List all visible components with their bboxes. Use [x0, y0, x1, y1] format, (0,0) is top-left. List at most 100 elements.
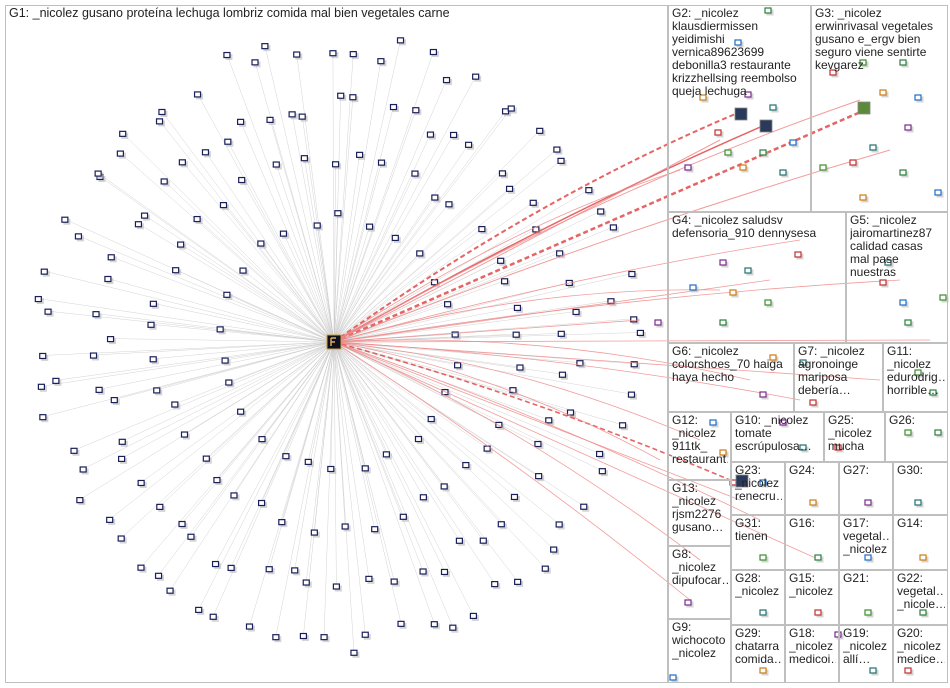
node-181[interactable]	[279, 230, 288, 237]
group-node-42[interactable]	[929, 389, 937, 396]
node-12[interactable]	[469, 612, 478, 620]
node-117[interactable]	[498, 170, 507, 177]
node-125[interactable]	[576, 360, 584, 367]
node-179[interactable]	[239, 267, 247, 274]
node-82[interactable]	[302, 579, 310, 586]
node-92[interactable]	[118, 438, 126, 445]
group-node-7[interactable]	[759, 149, 767, 156]
node-17[interactable]	[350, 649, 358, 656]
group-node-49[interactable]	[934, 429, 942, 436]
node-80[interactable]	[365, 575, 373, 582]
node-137[interactable]	[230, 492, 238, 499]
node-146[interactable]	[172, 267, 180, 274]
node-70[interactable]	[545, 417, 553, 424]
node-19[interactable]	[299, 632, 308, 640]
node-100[interactable]	[134, 221, 143, 228]
group-node-13[interactable]	[859, 59, 867, 66]
node-56[interactable]	[429, 48, 438, 56]
node-164[interactable]	[516, 364, 524, 371]
group-node-15[interactable]	[914, 94, 922, 101]
node-10[interactable]	[514, 578, 522, 585]
node-85[interactable]	[227, 564, 235, 572]
node-25[interactable]	[154, 572, 163, 579]
node-136[interactable]	[257, 499, 266, 507]
node-93[interactable]	[110, 396, 118, 404]
node-115[interactable]	[449, 131, 458, 139]
group-node-45[interactable]	[779, 419, 787, 426]
group-node-51[interactable]	[809, 499, 817, 506]
node-66[interactable]	[609, 224, 617, 231]
node-88[interactable]	[178, 520, 186, 528]
node-62[interactable]	[553, 146, 561, 153]
group-node-34[interactable]	[939, 294, 947, 301]
node-188[interactable]	[444, 301, 452, 308]
node-77[interactable]	[440, 568, 449, 576]
node-174[interactable]	[237, 408, 245, 415]
node-185[interactable]	[391, 234, 399, 242]
group-node-53[interactable]	[914, 499, 922, 506]
node-155[interactable]	[377, 159, 386, 166]
node-186[interactable]	[416, 250, 424, 257]
node-52[interactable]	[329, 50, 337, 57]
avatar-node-3[interactable]	[735, 474, 749, 488]
node-63[interactable]	[557, 157, 565, 164]
node-161[interactable]	[500, 278, 509, 285]
node-40[interactable]	[61, 216, 69, 223]
node-1[interactable]	[630, 361, 638, 368]
node-157[interactable]	[431, 194, 439, 201]
node-71[interactable]	[534, 440, 542, 448]
group-node-25[interactable]	[744, 267, 752, 274]
node-84[interactable]	[265, 566, 273, 573]
node-45[interactable]	[155, 118, 164, 125]
node-153[interactable]	[331, 161, 340, 168]
node-29[interactable]	[76, 497, 84, 504]
node-141[interactable]	[171, 401, 179, 408]
node-98[interactable]	[104, 275, 112, 283]
node-142[interactable]	[153, 387, 161, 394]
group-node-52[interactable]	[864, 499, 872, 506]
node-113[interactable]	[412, 107, 420, 114]
node-114[interactable]	[426, 131, 435, 138]
group-node-57[interactable]	[864, 554, 872, 561]
group-node-8[interactable]	[789, 139, 797, 146]
node-78[interactable]	[419, 568, 427, 575]
node-24[interactable]	[166, 587, 174, 594]
node-103[interactable]	[178, 159, 186, 166]
node-139[interactable]	[202, 455, 210, 462]
node-154[interactable]	[356, 151, 364, 158]
group-node-11[interactable]	[779, 169, 787, 176]
node-175[interactable]	[225, 379, 233, 386]
node-38[interactable]	[40, 268, 48, 275]
node-97[interactable]	[92, 311, 100, 318]
group-node-33[interactable]	[879, 279, 887, 286]
node-9[interactable]	[541, 565, 549, 572]
group-node-63[interactable]	[919, 609, 927, 616]
node-20[interactable]	[272, 634, 280, 641]
node-99[interactable]	[107, 254, 115, 261]
node-60[interactable]	[507, 105, 515, 112]
node-104[interactable]	[201, 149, 210, 156]
node-22[interactable]	[209, 613, 217, 620]
node-96[interactable]	[106, 336, 115, 343]
group-node-41[interactable]	[914, 369, 922, 376]
node-108[interactable]	[288, 111, 296, 118]
group-node-60[interactable]	[759, 609, 767, 616]
group-node-18[interactable]	[869, 144, 877, 151]
node-54[interactable]	[377, 58, 385, 65]
node-144[interactable]	[147, 321, 155, 328]
node-72[interactable]	[535, 473, 543, 480]
node-83[interactable]	[291, 567, 299, 574]
node-55[interactable]	[396, 37, 405, 44]
node-44[interactable]	[119, 130, 127, 137]
group-node-61[interactable]	[814, 609, 822, 616]
group-node-27[interactable]	[764, 299, 772, 306]
node-61[interactable]	[536, 127, 544, 134]
group-node-26[interactable]	[794, 251, 802, 258]
node-105[interactable]	[224, 138, 232, 145]
node-94[interactable]	[95, 386, 103, 393]
node-169[interactable]	[361, 465, 369, 472]
group-node-29[interactable]	[689, 284, 697, 291]
node-180[interactable]	[257, 240, 265, 247]
node-67[interactable]	[628, 270, 636, 278]
node-89[interactable]	[156, 503, 164, 510]
